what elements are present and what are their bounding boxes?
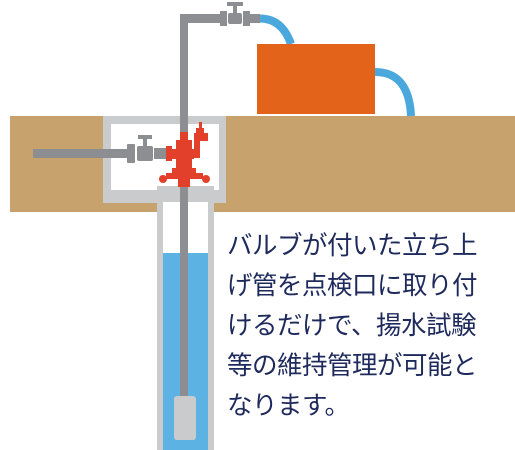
- caption-line-2: げ管を点検口に取り付: [227, 271, 478, 301]
- side-valve-handle: [138, 135, 152, 139]
- red-fitting-assembly: [159, 122, 210, 187]
- pump-tank-icon: [257, 44, 375, 114]
- riser-elbow-horizontal: [180, 14, 224, 23]
- top-coupling-right: [243, 11, 250, 26]
- ground: [10, 116, 515, 212]
- top-valve-handle: [227, 2, 243, 6]
- top-coupling-left: [220, 11, 227, 26]
- top-pipe-stub: [250, 14, 260, 23]
- side-pipe: [33, 149, 133, 158]
- side-valve-stem: [143, 138, 147, 146]
- top-valve-stem: [233, 5, 237, 13]
- caption-line-4: 等の維持管理が可能と: [227, 351, 478, 381]
- caption-line-1: バルブが付いた立ち上: [227, 231, 478, 261]
- submersible-pump-icon: [174, 396, 196, 440]
- caption-line-5: なります。: [227, 391, 350, 421]
- riser-above-ground: [180, 22, 188, 132]
- side-pipe-end: [154, 148, 168, 159]
- inlet-hose: [259, 14, 295, 46]
- side-valve-body: [137, 146, 153, 161]
- outlet-hose: [374, 68, 415, 117]
- top-valve-body: [228, 13, 242, 24]
- riser-pipe: [180, 186, 188, 398]
- caption-line-3: けるだけで、揚水試験: [227, 311, 476, 341]
- caption-text: バルブが付いた立ち上 げ管を点検口に取り付 けるだけで、揚水試験 等の維持管理が…: [227, 226, 513, 426]
- riser-elbow-corner: [180, 14, 188, 23]
- side-pipe-coupling: [127, 144, 135, 163]
